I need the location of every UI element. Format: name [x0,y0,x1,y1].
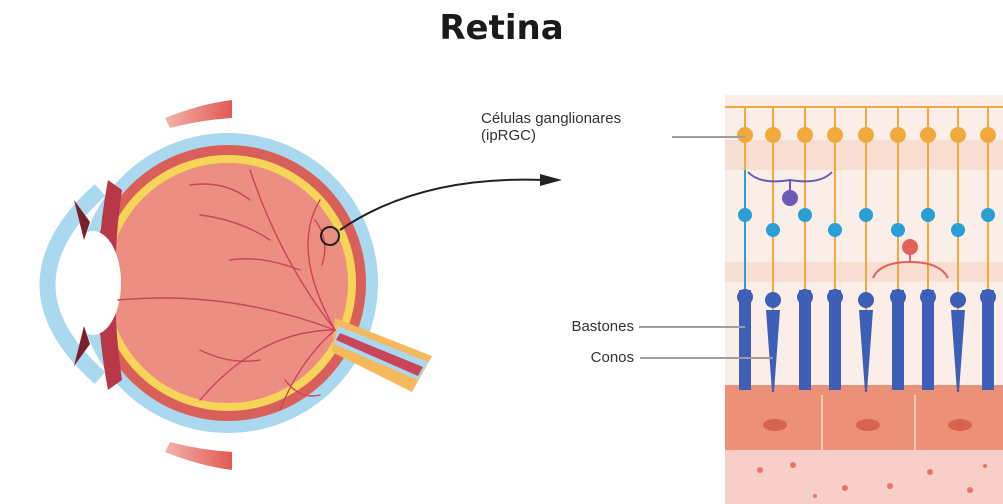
ganglion-cells-label: Células ganglionares (ipRGC) [481,110,621,144]
ganglion-label-line2: (ipRGC) [481,127,621,144]
eye-interior [108,163,348,403]
rpe-layer [725,385,1003,450]
cones-label: Conos [540,349,634,366]
eye-illustration [48,100,433,470]
eye-bottom-cap [165,442,232,470]
retina-cross-section [725,95,1003,504]
zoom-arrow [340,174,562,230]
optic-nerve [332,318,432,392]
choroid-layer [725,450,1003,504]
rods-label: Bastones [540,318,634,335]
ganglion-label-line1: Células ganglionares [481,110,621,127]
eye-top-cap [165,100,232,128]
eye-lens [65,231,121,335]
